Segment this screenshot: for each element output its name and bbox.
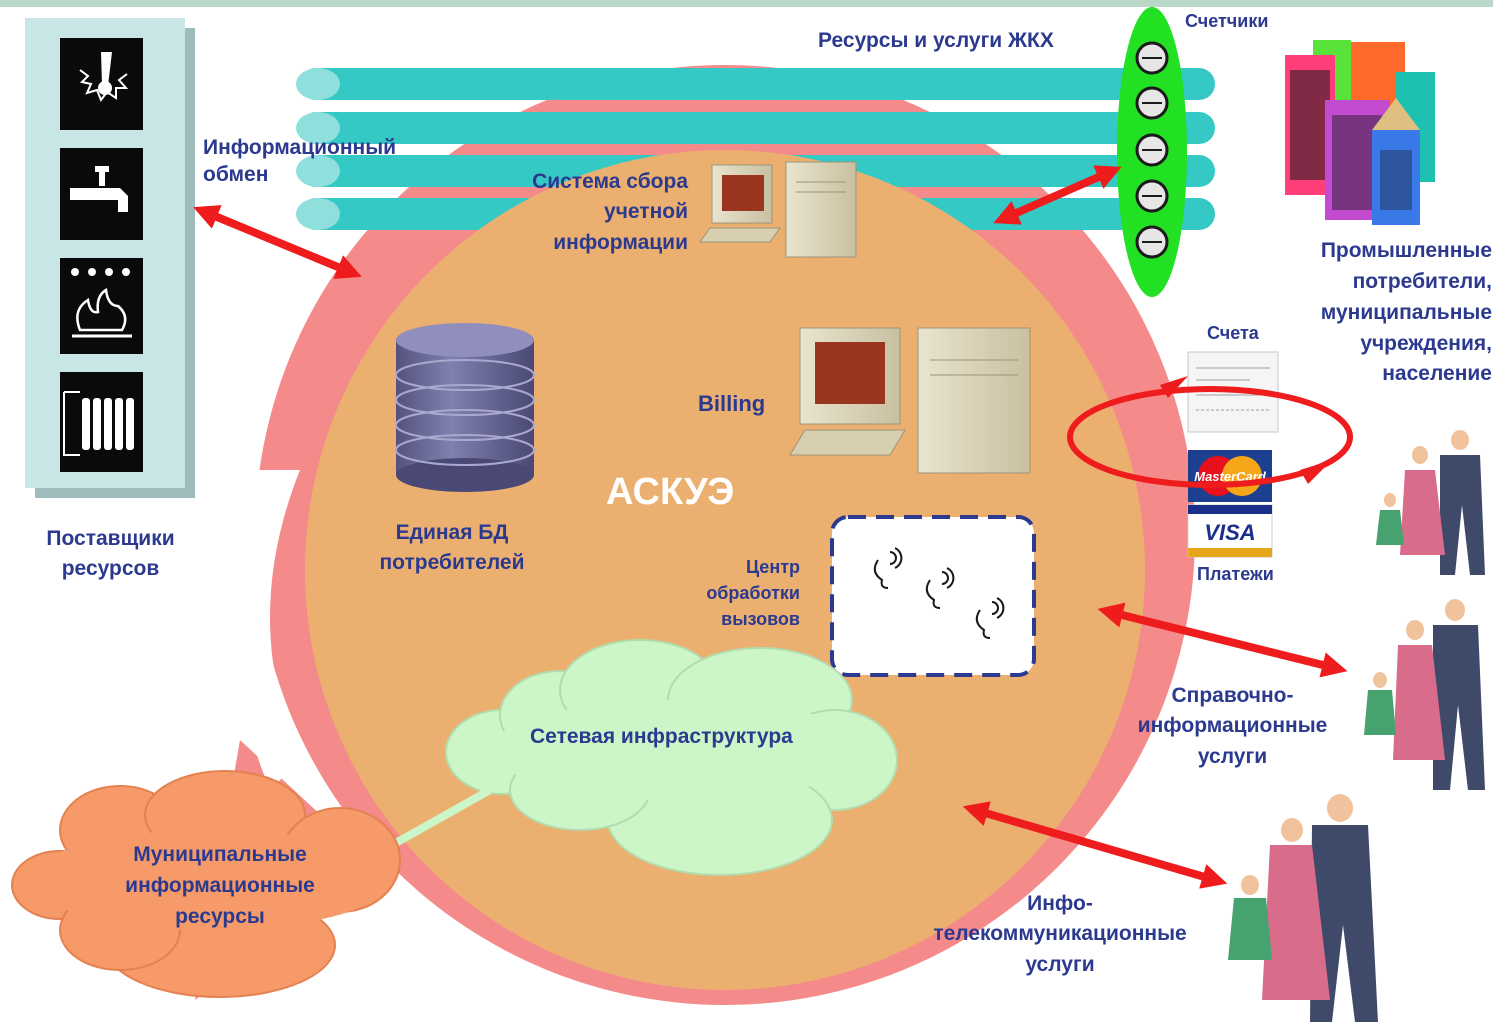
suppliers-label: Поставщики ресурсов [46, 527, 175, 581]
water-tap-icon [60, 148, 143, 240]
mastercard-logo: MasterCard [1188, 450, 1272, 502]
visa-text: VISA [1204, 520, 1255, 545]
bills-label: Счета [1207, 323, 1259, 343]
database-label: Единая БД потребителей [379, 521, 525, 574]
electricity-icon [60, 38, 143, 130]
info-exchange-label: Информационный обмен [203, 136, 397, 186]
exchange-arrows [193, 165, 1348, 889]
collection-computers-icon [699, 161, 857, 258]
telecom-services-label: Инфо- телекоммуникационные услуги [933, 892, 1187, 976]
telecom-services-arrow [962, 801, 1228, 889]
billing-label: Billing [698, 391, 766, 416]
radiator-icon [60, 372, 143, 472]
database-icon [395, 323, 535, 492]
payments-label: Платежи [1197, 564, 1274, 584]
billing-computers-icon [789, 327, 1031, 474]
family-icon-1 [1376, 430, 1485, 575]
network-cloud [445, 639, 898, 876]
family-icon-3 [1228, 794, 1378, 1022]
call-center-box [830, 515, 1036, 677]
info-exchange-arrow [193, 205, 362, 279]
meters-label: Счетчики [1185, 11, 1269, 31]
family-icon-2 [1364, 599, 1485, 790]
consumers-label: Промышленные потребители, муниципальные … [1320, 239, 1492, 386]
resources-top-label: Ресурсы и услуги ЖКХ [818, 29, 1054, 52]
gas-stove-icon [60, 258, 143, 354]
center-label: АСКУЭ [606, 471, 735, 513]
municipal-cloud [11, 770, 401, 998]
city-buildings-icon [1285, 40, 1435, 225]
municipal-resources-label: Муниципальные информационные ресурсы [125, 843, 315, 928]
reference-services-arrow [1097, 602, 1348, 678]
call-center-label: Центр обработки вызовов [706, 557, 800, 630]
meters-arrow [993, 165, 1122, 225]
meters-band [1117, 7, 1187, 297]
payment-cycle [1067, 376, 1353, 488]
network-label: Сетевая инфраструктура [530, 725, 793, 748]
top-accent-bar [0, 0, 1493, 7]
visa-logo: VISA [1187, 504, 1273, 558]
collection-system-label: Система сбора учетной информации [532, 170, 688, 254]
reference-services-label: Справочно- информационные услуги [1137, 684, 1328, 768]
